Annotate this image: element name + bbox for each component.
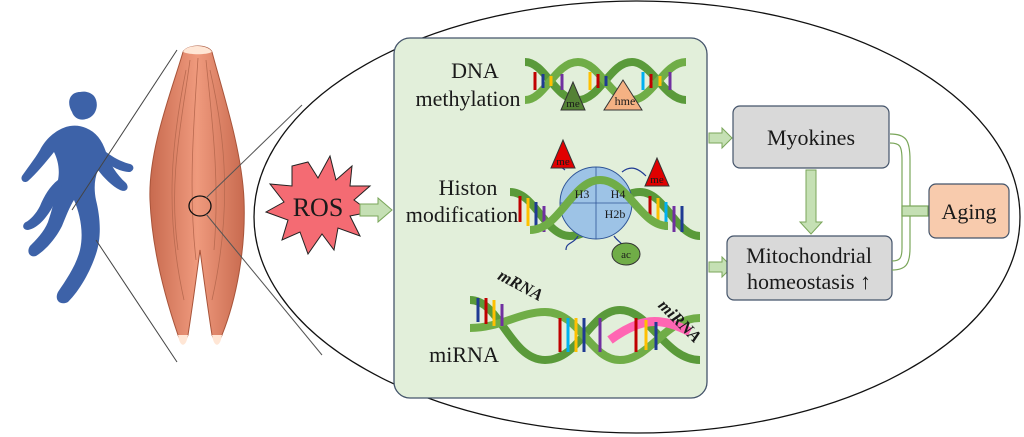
histone-h4-label: H4	[611, 187, 626, 201]
zoom-lines-runner	[71, 49, 178, 363]
runner-silhouette-icon	[21, 91, 134, 304]
histone-me-label-right: me	[650, 174, 664, 186]
arrow-panel-to-myokines	[708, 126, 733, 150]
histone-me-label-left: me	[556, 156, 570, 168]
me-mark-triangle-1	[560, 80, 586, 111]
nucleosome-icon	[509, 163, 701, 251]
mitochondrial-box	[726, 235, 893, 301]
histone-ac-label: ac	[621, 249, 631, 261]
ros-label: ROS	[293, 193, 344, 222]
dna-methylation-label-line1: DNA	[451, 58, 499, 83]
histone-ac-mark	[611, 242, 641, 266]
histone-h2b-label: H2b	[605, 207, 626, 221]
arrow-ros-to-panel	[359, 196, 393, 224]
arrow-myokines-to-mito	[798, 169, 824, 235]
myokines-box	[732, 105, 890, 169]
histone-h3-label: H3	[575, 187, 590, 201]
muscle-icon	[149, 45, 245, 345]
mirna-label: miRNA	[429, 342, 499, 367]
dna-me-label: me	[566, 98, 580, 110]
histone-label-line2: modification	[406, 202, 518, 227]
dna-helix-methylation-icon	[524, 57, 687, 105]
mito-label-line1: Mitochondrial	[746, 243, 872, 268]
aging-box	[928, 183, 1010, 239]
histone-me-mark-left	[550, 138, 576, 169]
dna-methylation-label-line2: methylation	[415, 86, 520, 111]
dna-hme-label: hme	[615, 94, 636, 108]
ros-starburst: ROS	[264, 154, 372, 256]
zoom-lines-muscle	[205, 104, 323, 356]
histone-label-line1: Histon	[439, 175, 498, 200]
hme-mark-triangle	[603, 79, 643, 111]
histone-me-mark-right	[644, 156, 670, 187]
muscle-zoom-circle	[188, 195, 212, 217]
aging-label: Aging	[942, 199, 997, 224]
myokines-label: Myokines	[767, 125, 855, 150]
mirna-dna-helix-icon	[469, 296, 701, 365]
bracket-connector	[889, 133, 929, 271]
mito-label-line2: homeostasis ↑	[747, 269, 871, 294]
